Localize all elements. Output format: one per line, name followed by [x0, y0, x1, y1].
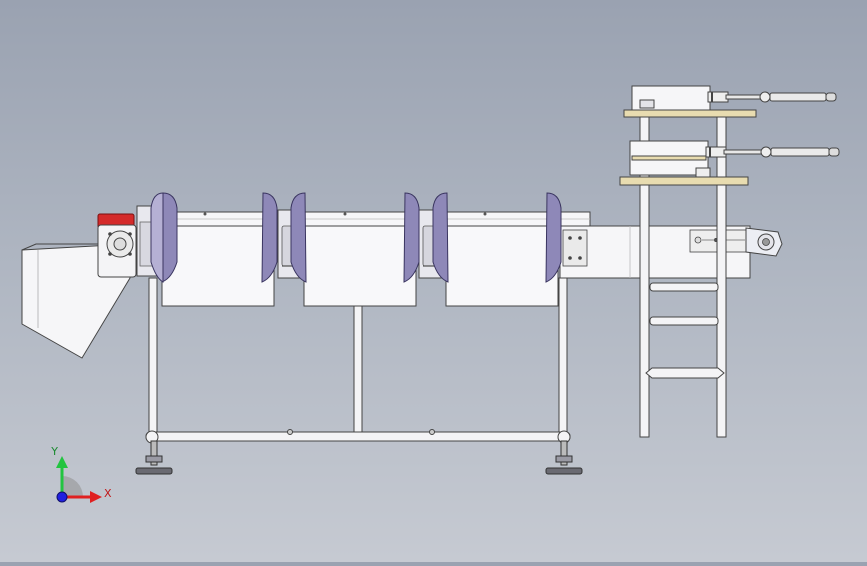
leveling-feet	[135, 440, 583, 475]
lower-cylinder	[629, 140, 840, 178]
head-drive-motor	[97, 205, 160, 278]
conveyor-belt	[157, 211, 591, 227]
product-bin-1	[161, 225, 275, 307]
lower-platform	[619, 176, 749, 186]
product-bin-2	[303, 225, 417, 307]
product-bin-3	[445, 225, 559, 307]
support-frame	[145, 277, 571, 444]
upper-cylinder	[631, 85, 837, 111]
upper-platform	[623, 109, 757, 118]
ladder-tower	[639, 114, 727, 438]
triad-x-label: X	[104, 487, 112, 500]
triad-y-label: Y	[50, 445, 58, 458]
side-guards	[150, 192, 562, 283]
tail-bearing	[745, 227, 783, 257]
coordinate-triad-icon: Y X	[50, 445, 112, 503]
